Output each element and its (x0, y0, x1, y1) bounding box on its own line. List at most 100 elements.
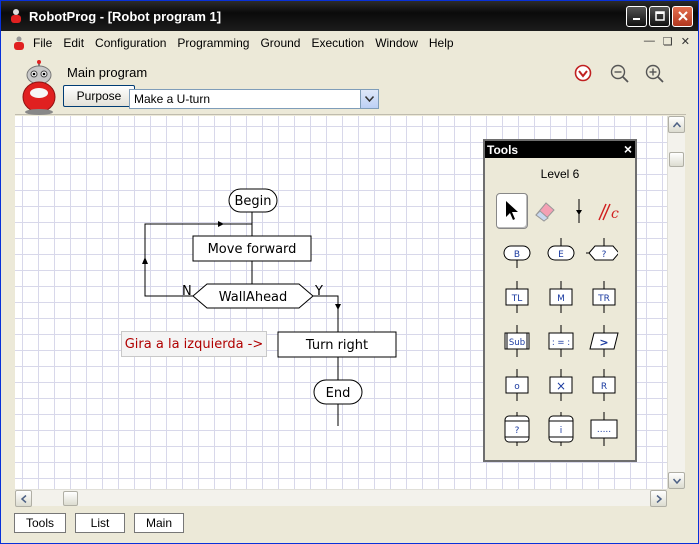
mdi-controls: — ❏ ✕ (644, 35, 690, 48)
turn-left-shape-icon: TL (505, 281, 529, 313)
chevron-up-icon (672, 121, 681, 127)
end-node[interactable]: End (313, 379, 363, 405)
comment-block-shape-icon: ..... (590, 412, 618, 446)
turn-right-node[interactable]: Turn right (277, 331, 397, 358)
maximize-icon (654, 11, 665, 21)
scroll-down-button[interactable] (668, 472, 685, 489)
pointer-icon (506, 201, 518, 220)
menu-programming[interactable]: Programming (177, 36, 250, 50)
tool-for-label: i (560, 426, 563, 436)
end-shape-icon: E (547, 238, 575, 261)
mdi-close-icon[interactable]: ✕ (680, 36, 690, 48)
tool-read[interactable]: R (588, 367, 620, 403)
tools-close-icon[interactable]: × (623, 141, 632, 157)
arrow-up-icon (142, 257, 148, 264)
bottom-bar: Tools List Main (1, 509, 698, 543)
purpose-button[interactable]: Purpose (63, 85, 135, 107)
wall-ahead-condition[interactable]: WallAhead (192, 283, 314, 309)
robot-app-icon (11, 9, 21, 23)
tool-turn-left[interactable]: TL (501, 279, 533, 315)
tab-tools[interactable]: Tools (14, 513, 66, 533)
program-header: Main program Purpose Make a U-turn (15, 57, 686, 115)
horizontal-scroll-thumb[interactable] (63, 491, 78, 506)
main-program-label: Main program (67, 65, 148, 80)
yes-branch-label: Y (314, 284, 323, 299)
tool-output[interactable]: > (588, 323, 620, 359)
menu-configuration[interactable]: Configuration (95, 36, 167, 50)
chevron-right-icon (656, 494, 662, 503)
tool-while-loop[interactable]: ? (501, 411, 533, 447)
mdi-restore-icon[interactable]: ❏ (662, 36, 673, 48)
maximize-button[interactable] (649, 5, 670, 27)
erase-mark-shape-icon: × (549, 369, 573, 401)
begin-shape-icon: B (503, 245, 531, 268)
tool-begin[interactable]: B (501, 235, 533, 271)
minimize-button[interactable] (626, 5, 647, 27)
tool-move[interactable]: M (545, 279, 577, 315)
tool-connector[interactable] (563, 193, 595, 229)
tab-list[interactable]: List (75, 513, 125, 533)
tool-begin-label: B (514, 250, 520, 260)
horizontal-scrollbar[interactable] (15, 489, 667, 507)
tool-test[interactable]: ? (586, 235, 618, 271)
vertical-scroll-thumb[interactable] (669, 152, 684, 167)
tools-panel-title: Tools (487, 142, 519, 157)
tool-eraser[interactable] (529, 193, 561, 229)
menu-edit[interactable]: Edit (63, 36, 85, 50)
move-forward-node[interactable]: Move forward (192, 235, 312, 262)
tool-for-loop[interactable]: i (545, 411, 577, 447)
tool-comment-label: ..... (597, 425, 611, 435)
menu-execution[interactable]: Execution (311, 36, 365, 50)
close-icon (677, 11, 688, 21)
tool-erase-mark[interactable]: × (545, 367, 577, 403)
menu-window[interactable]: Window (375, 36, 418, 50)
while-loop-shape-icon: ? (504, 412, 530, 446)
flowchart-diagram: Begin Move forward WallAhead N Y Turn ri… (142, 188, 397, 426)
output-shape-icon: > (589, 325, 619, 357)
scroll-left-button[interactable] (15, 490, 32, 507)
tool-erase-mark-label: × (556, 379, 566, 393)
arrow-down-icon (335, 304, 341, 310)
tools-panel-titlebar[interactable]: Tools × (485, 141, 635, 158)
mdi-minimize-icon[interactable]: — (643, 35, 655, 47)
tab-main[interactable]: Main (134, 513, 184, 533)
vertical-scrollbar[interactable] (667, 116, 685, 489)
tool-turn-right[interactable]: TR (588, 279, 620, 315)
tool-assign[interactable]: : = : (545, 323, 577, 359)
menu-help[interactable]: Help (428, 36, 454, 50)
tool-sub-label: Sub (509, 338, 525, 348)
purpose-select[interactable]: Make a U-turn (129, 89, 379, 109)
move-shape-icon: M (549, 281, 573, 313)
menu-ground[interactable]: Ground (260, 36, 301, 50)
hint-label[interactable]: Gira a la izquierda -> (121, 331, 267, 357)
tool-turn-left-label: TL (511, 294, 523, 304)
title-bar[interactable]: RobotProg - [Robot program 1] (1, 1, 698, 31)
tool-assign-label: : = : (552, 338, 570, 348)
begin-node-label: Begin (234, 194, 271, 209)
connector-arrow-icon (576, 199, 582, 223)
chevron-left-icon (20, 494, 26, 503)
robot-doc-icon[interactable] (13, 36, 25, 50)
purpose-select-value: Make a U-turn (134, 92, 211, 106)
tool-comment[interactable]: c (595, 193, 627, 229)
tool-end[interactable]: E (545, 235, 577, 271)
scroll-right-button[interactable] (650, 490, 667, 507)
menu-file[interactable]: File (33, 36, 53, 50)
svg-text:c: c (611, 206, 619, 222)
chevron-down-icon[interactable] (360, 90, 378, 108)
tools-level: Level 6 (540, 167, 580, 181)
check-circle-icon[interactable] (573, 63, 593, 83)
tool-mark[interactable]: o (501, 367, 533, 403)
tool-subroutine[interactable]: Sub (501, 323, 533, 359)
read-shape-icon: R (592, 369, 616, 401)
no-branch-label: N (182, 284, 192, 299)
connector-yes (313, 295, 339, 332)
tool-mark-label: o (514, 382, 520, 392)
scroll-up-button[interactable] (668, 116, 685, 133)
close-button[interactable] (672, 5, 693, 27)
tool-select[interactable] (496, 193, 528, 229)
tool-comment-block[interactable]: ..... (588, 411, 620, 447)
zoom-in-icon[interactable] (644, 63, 664, 83)
zoom-out-icon[interactable] (609, 63, 629, 83)
begin-node[interactable]: Begin (228, 188, 278, 213)
